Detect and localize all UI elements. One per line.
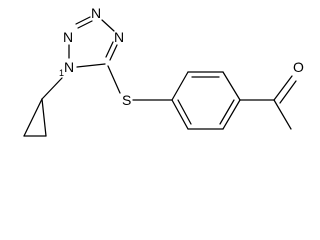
- bond-n1-c5: [76, 63, 106, 68]
- atom-label-n-upper-left: N: [63, 29, 73, 45]
- bond-cp-a: [23, 98, 43, 137]
- tetrazole-ring: [68, 16, 118, 68]
- chemical-structure: N N N N 1 S O: [23, 5, 304, 137]
- bond-ar-4: [222, 99, 241, 130]
- bond-ar-inner-3: [177, 99, 192, 125]
- bond-n2-n3-double: [77, 20, 93, 29]
- atom-label-oxygen: O: [293, 59, 304, 75]
- atom-label-sulfur: S: [122, 92, 131, 108]
- atom-label-n-substituted: N: [64, 59, 74, 75]
- bond-carbonyl-methyl: [273, 99, 292, 130]
- cyclopropyl-group: [23, 98, 47, 137]
- bond-n4-c5: [109, 44, 118, 61]
- bond-cp-c: [41, 98, 47, 137]
- bond-n2-n3: [75, 16, 91, 25]
- atom-label-n-subscript: 1: [59, 68, 64, 78]
- bond-ar-inner-2: [219, 99, 235, 125]
- benzene-ring: [171, 71, 241, 130]
- bond-cp-n1: [41, 77, 63, 100]
- bond-n4-c5-double: [105, 41, 114, 58]
- bond-ar-3: [222, 71, 241, 101]
- bond-ar-1: [171, 71, 189, 101]
- atom-label-n-top: N: [91, 5, 101, 21]
- acetyl-group: [239, 75, 297, 130]
- bond-carbonyl-oxygen: [273, 75, 293, 101]
- bond-carbonyl-oxygen-double: [279, 80, 297, 104]
- bond-n3-n4: [101, 19, 115, 32]
- bond-ar-6: [171, 99, 189, 130]
- bond-c5-s: [107, 65, 121, 94]
- atom-label-n-upper-right: N: [114, 29, 124, 45]
